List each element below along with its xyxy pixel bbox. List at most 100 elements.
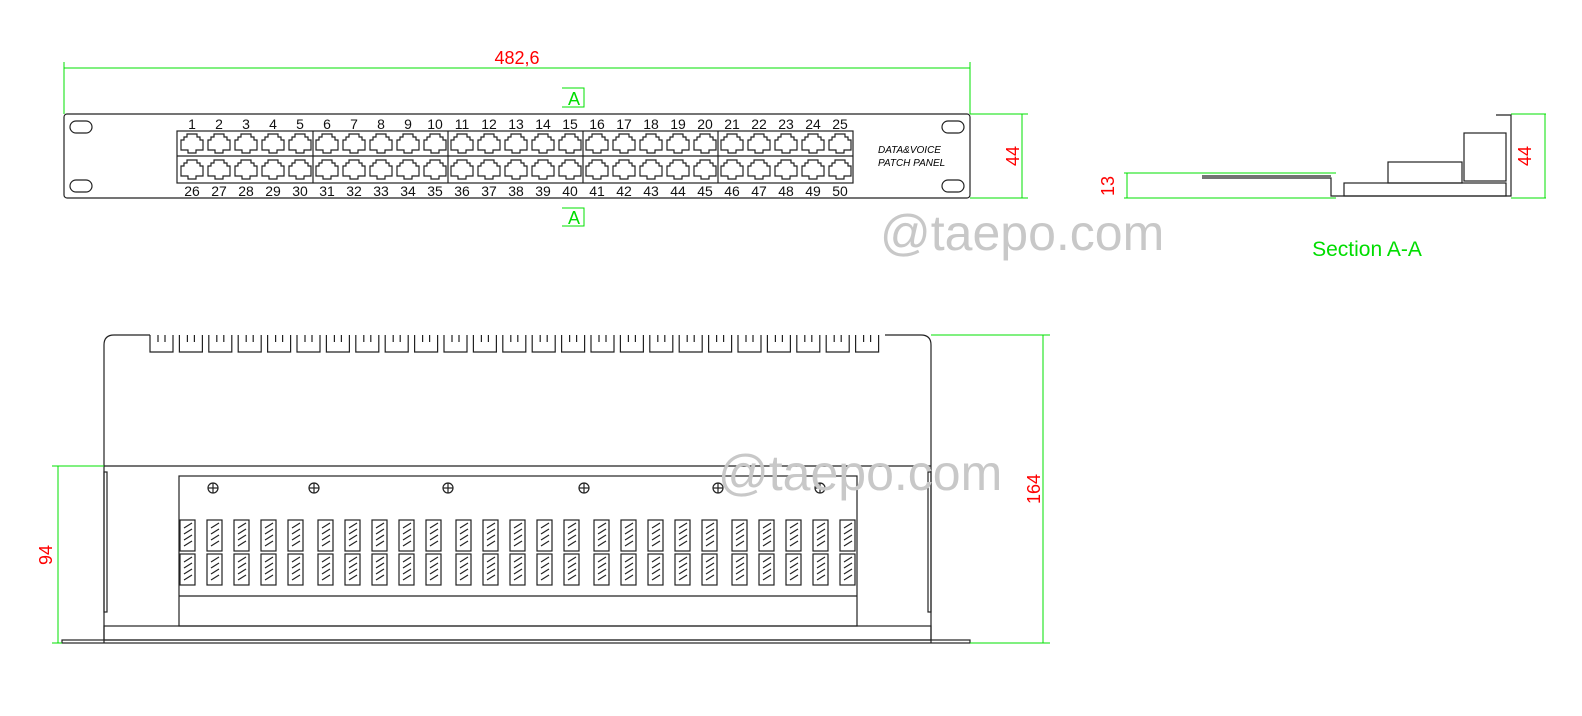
port-number: 42: [616, 183, 632, 199]
rj45-port: [585, 133, 609, 154]
screw-icon: [578, 482, 590, 494]
width-label: 482,6: [494, 48, 539, 68]
port-number: 32: [346, 183, 362, 199]
rj45-port: [207, 159, 231, 180]
rj45-port: [828, 159, 852, 180]
cable-slot: [472, 335, 497, 353]
port-number: 21: [724, 116, 740, 132]
rj45-port: [396, 133, 420, 154]
watermark: @taepo.com: [880, 205, 1164, 261]
cable-slot: [737, 335, 762, 353]
port-number: 30: [292, 183, 308, 199]
idc-block: [260, 519, 277, 552]
rj45-port: [396, 159, 420, 180]
cable-slot: [384, 335, 409, 353]
rj45-port: [558, 159, 582, 180]
port-number: 44: [670, 183, 686, 199]
port-number: 5: [296, 116, 304, 132]
rj45-port: [558, 133, 582, 154]
port-number: 16: [589, 116, 605, 132]
rj45-port: [612, 133, 636, 154]
rj45-port: [747, 133, 771, 154]
port-number: 20: [697, 116, 713, 132]
idc-block: [839, 553, 856, 586]
port-number: 7: [350, 116, 358, 132]
port-number: 47: [751, 183, 767, 199]
rj45-port: [639, 159, 663, 180]
cable-slot: [708, 335, 733, 353]
rj45-port: [801, 133, 825, 154]
rj45-port: [585, 159, 609, 180]
idc-block: [317, 519, 334, 552]
depth-inner-dimension: 94: [36, 465, 104, 644]
port-number: 40: [562, 183, 578, 199]
rj45-port: [801, 159, 825, 180]
rj45-port: [639, 133, 663, 154]
rj45-port: [288, 133, 312, 154]
idc-block: [206, 519, 223, 552]
idc-block: [425, 519, 442, 552]
idc-block: [233, 553, 250, 586]
rj45-port: [747, 159, 771, 180]
section-title: Section A-A: [1312, 238, 1422, 261]
port-number: 6: [323, 116, 331, 132]
cable-slot: [825, 335, 850, 353]
port-number: 19: [670, 116, 686, 132]
port-number: 15: [562, 116, 578, 132]
rj45-port: [315, 159, 339, 180]
idc-block: [398, 553, 415, 586]
rj45-port: [477, 133, 501, 154]
section-marker-label: A: [568, 89, 580, 109]
rj45-port: [234, 133, 258, 154]
idc-block: [563, 553, 580, 586]
cable-slot: [502, 335, 527, 353]
cable-slot: [296, 335, 321, 353]
cable-slot: [855, 335, 880, 353]
rj45-port: [450, 159, 474, 180]
port-number: 41: [589, 183, 605, 199]
section-marker-label: A: [568, 208, 580, 228]
idc-block: [398, 519, 415, 552]
panel-label: PATCH PANEL: [878, 158, 945, 169]
cable-slot: [443, 335, 468, 353]
rj45-port: [774, 133, 798, 154]
section-low-label: 13: [1098, 176, 1118, 196]
section-height-label: 44: [1515, 146, 1535, 166]
port-number: 12: [481, 116, 497, 132]
depth-inner-label: 94: [36, 545, 56, 565]
idc-block: [785, 519, 802, 552]
section-marker-bottom: A: [562, 207, 585, 228]
port-number: 18: [643, 116, 659, 132]
idc-block: [647, 519, 664, 552]
idc-block: [620, 519, 637, 552]
idc-block: [785, 553, 802, 586]
idc-block: [179, 553, 196, 586]
port-number: 33: [373, 183, 389, 199]
port-number: 29: [265, 183, 281, 199]
port-number: 10: [427, 116, 443, 132]
cable-slot: [561, 335, 586, 353]
rj45-port: [369, 159, 393, 180]
width-dimension: 482,6: [63, 48, 971, 114]
panel-label: DATA&VOICE: [878, 145, 941, 156]
front-panel: DATA&VOICE PATCH PANEL 12622732842953063…: [63, 113, 971, 199]
port-number: 22: [751, 116, 767, 132]
rj45-port: [288, 159, 312, 180]
idc-block: [563, 519, 580, 552]
port-number: 25: [832, 116, 848, 132]
cable-slot: [590, 335, 615, 353]
rj45-port: [504, 159, 528, 180]
idc-block: [509, 519, 526, 552]
port-number: 43: [643, 183, 659, 199]
front-height-dimension: 44: [970, 113, 1028, 199]
idc-block: [179, 519, 196, 552]
port-number: 23: [778, 116, 794, 132]
screw-icon: [814, 482, 826, 494]
watermark: @taepo.com: [718, 445, 1002, 501]
rj45-port: [612, 159, 636, 180]
port-number: 14: [535, 116, 551, 132]
port-number: 17: [616, 116, 632, 132]
port-number: 9: [404, 116, 412, 132]
cable-slot: [649, 335, 674, 353]
port-number: 46: [724, 183, 740, 199]
